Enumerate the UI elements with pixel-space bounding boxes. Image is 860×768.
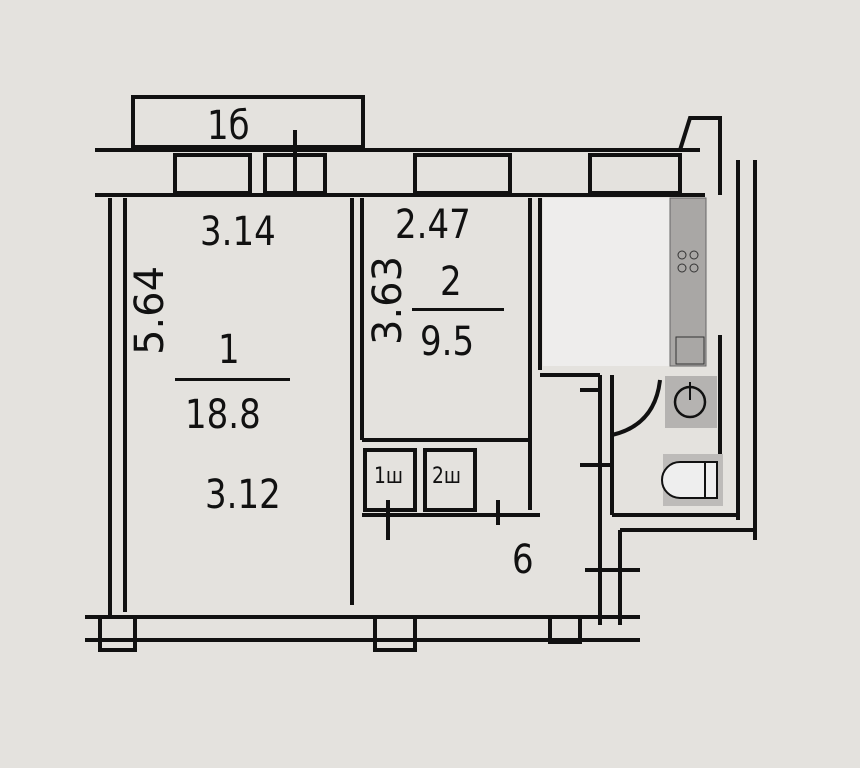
closet-2 [423, 448, 477, 512]
room2-fraction-line [412, 308, 504, 311]
window [588, 153, 682, 195]
toilet-icon [661, 454, 723, 506]
room1-length: 5.64 [127, 265, 173, 355]
room2-length: 3.63 [365, 255, 411, 345]
balcony-label: 1б [207, 103, 250, 149]
sink-icon [675, 336, 705, 365]
room2-area: 9.5 [420, 319, 475, 365]
closet-2-label: 2ш [432, 464, 462, 489]
room1-area: 18.8 [185, 392, 261, 438]
stove-icon [677, 250, 687, 260]
kitchen-area [543, 198, 670, 366]
hall-number: 6 [512, 537, 534, 583]
balcony [131, 95, 365, 149]
room1-width-bottom: 3.12 [205, 472, 281, 518]
window [413, 153, 512, 195]
washing-machine-icon [665, 376, 717, 428]
room1-fraction-line [175, 378, 290, 381]
room2-number: 2 [440, 259, 462, 305]
room1-number: 1 [218, 327, 240, 373]
room1-width-top: 3.14 [200, 209, 276, 255]
closet-1-label: 1ш [374, 464, 404, 489]
window [173, 153, 252, 195]
room2-width: 2.47 [395, 202, 471, 248]
kitchen-counter [669, 197, 707, 367]
